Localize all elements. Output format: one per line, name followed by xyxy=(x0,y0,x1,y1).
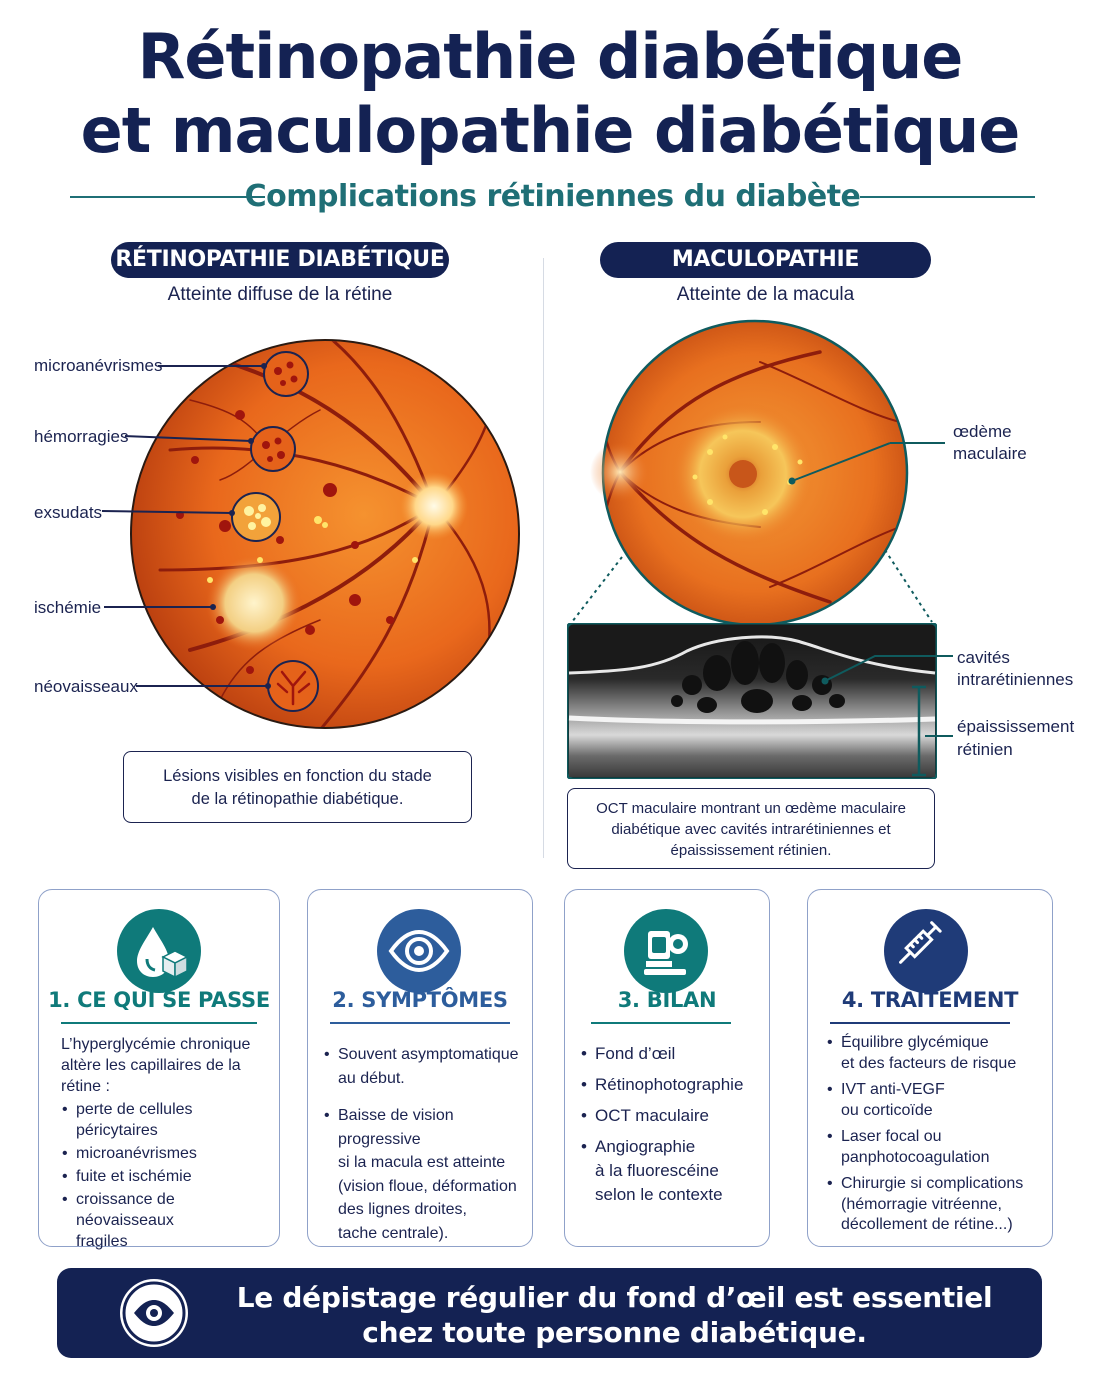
card-body-what-happens: L’hyperglycémie chronique altère les cap… xyxy=(61,1034,269,1252)
section-heading-maculopathy: MACULOPATHIE DIABÉTIQUE xyxy=(600,242,931,308)
card-title-treatment: 4. TRAITEMENT xyxy=(841,988,1019,1012)
retinal-camera-icon xyxy=(624,909,708,993)
card-rule xyxy=(830,1022,1010,1024)
label-thickening-line2: rétinien xyxy=(957,740,1013,759)
label-macular-oedema-line1: œdème xyxy=(953,422,1012,441)
label-cavities-line1: cavités xyxy=(957,648,1010,667)
label-exudates: exsudats xyxy=(34,503,103,522)
subtitle: Complications rétiniennes du diabète xyxy=(244,179,861,214)
subtitle-rule-left xyxy=(70,196,265,198)
label-hemorrhages: hémorragies xyxy=(34,427,129,446)
card-intro-line: L’hyperglycémie chronique xyxy=(61,1036,251,1053)
caption-retinopathy-line1: Lésions visibles en fonction du stade xyxy=(163,767,432,785)
list-item: microanévrismes xyxy=(62,1143,269,1164)
section-divider xyxy=(543,258,544,858)
syringe-icon xyxy=(884,909,968,993)
subtitle-row: Complications rétiniennes du diabète xyxy=(70,175,1035,219)
label-macular-oedema-line2: maculaire xyxy=(953,444,1027,463)
screening-banner: Le dépistage régulier du fond d’œil est … xyxy=(57,1268,1042,1358)
card-rule xyxy=(330,1022,510,1024)
drop-and-sugar-cube-icon xyxy=(117,909,201,993)
page-title-line1: Rétinopathie diabétique xyxy=(137,20,964,93)
list-item: Rétinophotographie xyxy=(581,1073,763,1097)
section-subheading-maculopathy: Atteinte de la macula xyxy=(676,284,855,305)
fundus-maculopathy-illustration xyxy=(571,319,945,627)
list-item: Chirurgie si complications(hémorragie vi… xyxy=(827,1174,1046,1236)
list-item: OCT maculaire xyxy=(581,1104,763,1128)
label-cavities-line2: intrarétiniennes xyxy=(957,670,1074,689)
label-thickening-line1: épaississement xyxy=(957,717,1075,736)
caption-oct-line3: épaississement rétinien. xyxy=(670,842,832,859)
list-item: fuite et ischémie xyxy=(62,1166,269,1187)
section-subheading-retinopathy: Atteinte diffuse de la rétine xyxy=(167,284,393,305)
label-neovessels: néovaisseaux xyxy=(34,677,138,696)
card-title-assessment: 3. BILAN xyxy=(617,988,717,1012)
caption-oct-line1: OCT maculaire montrant un œdème maculair… xyxy=(596,800,906,817)
section-heading-retinopathy: RÉTINOPATHIE DIABÉTIQUE xyxy=(111,242,449,278)
eye-icon xyxy=(377,909,461,993)
card-rule xyxy=(591,1022,731,1024)
caption-oct: OCT maculaire montrant un œdème maculair… xyxy=(567,788,935,869)
page-title-line2: et maculopathie diabétique xyxy=(80,94,1021,167)
card-list: Fond d’œil Rétinophotographie OCT macula… xyxy=(581,1042,763,1207)
card-title-what-happens: 1. CE QUI SE PASSE xyxy=(48,988,270,1012)
banner-line1: Le dépistage régulier du fond d’œil est … xyxy=(236,1281,993,1314)
card-assessment: 3. BILAN Fond d’œil Rétinophotographie O… xyxy=(564,889,770,1247)
banner-text: Le dépistage régulier du fond d’œil est … xyxy=(207,1280,1022,1350)
oct-callout-lines xyxy=(821,655,953,737)
fundus-retinopathy-illustration xyxy=(101,339,520,729)
card-intro-line: rétine : xyxy=(61,1078,110,1095)
caption-oct-line2: diabétique avec cavités intrarétiniennes… xyxy=(611,821,891,838)
card-body-assessment: Fond d’œil Rétinophotographie OCT macula… xyxy=(581,1042,763,1207)
card-rule xyxy=(61,1022,257,1024)
card-intro-line: altère les capillaires de la xyxy=(61,1057,241,1074)
list-item: Fond d’œil xyxy=(581,1042,763,1066)
banner-line2: chez toute personne diabétique. xyxy=(362,1316,867,1349)
eye-icon xyxy=(120,1279,188,1347)
caption-retinopathy-line2: de la rétinopathie diabétique. xyxy=(191,790,404,808)
card-what-happens: 1. CE QUI SE PASSE L’hyperglycémie chron… xyxy=(38,889,280,1250)
caption-retinopathy: Lésions visibles en fonction du stade de… xyxy=(123,751,472,823)
subtitle-rule-right xyxy=(860,196,1035,198)
label-ischemia: ischémie xyxy=(34,598,102,617)
label-microaneurysms: microanévrismes xyxy=(34,356,163,375)
card-title-symptoms: 2. SYMPTÔMES xyxy=(332,988,508,1012)
